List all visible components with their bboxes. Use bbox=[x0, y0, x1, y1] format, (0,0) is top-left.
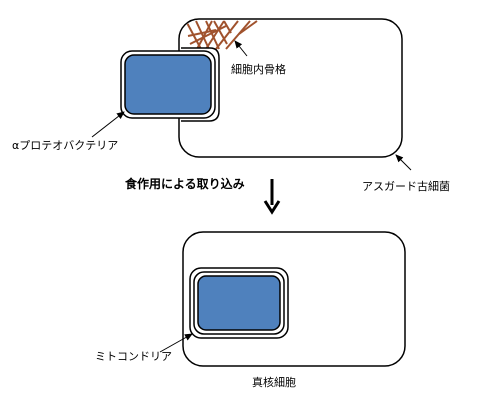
eukaryotic-cell-label: 真核細胞 bbox=[252, 375, 296, 389]
cytoskeleton-filaments bbox=[185, 20, 258, 50]
mitochondria-label: ミトコンドリア bbox=[95, 350, 172, 363]
down-arrow-icon bbox=[263, 179, 281, 215]
phagocytosis-label: 食作用による取り込み bbox=[124, 176, 245, 191]
alphaproteobacterium bbox=[124, 54, 212, 115]
bottom-stage: ミトコンドリア 真核細胞 bbox=[95, 231, 406, 389]
cytoskeleton-label: 細胞内骨格 bbox=[231, 62, 286, 76]
asgard-archaea-pointer bbox=[395, 154, 412, 171]
top-stage: 細胞内骨格 αプロテオバクテリア アスガード古細菌 bbox=[12, 18, 450, 193]
mitochondrion bbox=[197, 275, 281, 331]
alphaproteobacteria-label: αプロテオバクテリア bbox=[12, 139, 118, 152]
cytoskeleton-pointer bbox=[234, 40, 248, 57]
mitochondria-pointer bbox=[159, 333, 193, 353]
transition: 食作用による取り込み bbox=[124, 176, 281, 215]
asgard-archaea-label: アスガード古細菌 bbox=[362, 180, 450, 193]
alphaproteobacteria-pointer bbox=[91, 111, 125, 138]
